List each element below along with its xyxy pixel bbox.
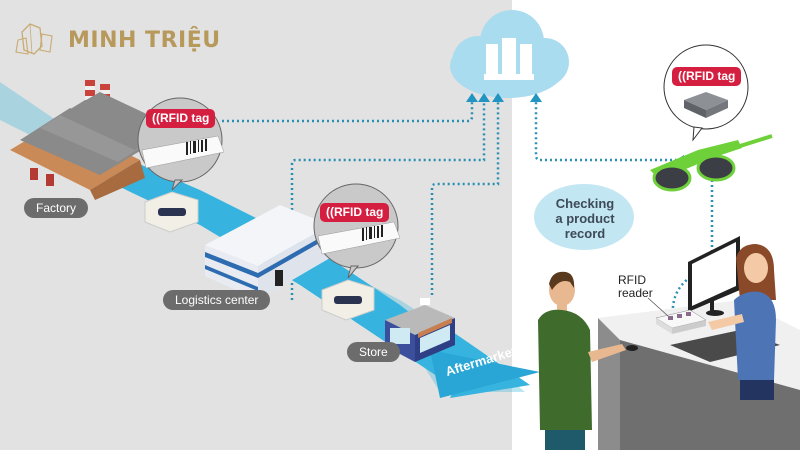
rfid-tag-label: RFID tag — [160, 111, 210, 125]
brand-name: MINH TRIỆU — [68, 27, 221, 53]
bubble-line: a product — [555, 211, 615, 226]
bubble-line: Checking — [555, 196, 615, 211]
brand-logo: MINH TRIỆU — [10, 20, 221, 60]
stage-label-factory: Factory — [24, 198, 89, 218]
factory-icon — [10, 80, 170, 200]
rfid-tag-badge: ((RFID tag — [146, 109, 216, 128]
warehouse-icon — [205, 205, 330, 300]
rfid-tag-label: RFID tag — [686, 69, 736, 83]
rfid-tag-label: RFID tag — [334, 205, 384, 219]
customer-figure — [538, 271, 638, 450]
product-box-icon — [144, 191, 199, 233]
reader-label-line: reader — [618, 286, 653, 300]
aftermarket-arrow-head — [430, 350, 540, 398]
bubble-line: record — [564, 226, 606, 241]
rfid-reader-label: RFID reader — [618, 274, 653, 300]
product-box-icon — [321, 279, 375, 321]
sunglasses-icon — [650, 134, 773, 192]
crystal-gem-icon — [15, 23, 53, 55]
stage-label-store: Store — [347, 342, 400, 362]
rfid-tag-badge: ((RFID tag — [320, 203, 390, 222]
reader-label-line: RFID — [618, 273, 646, 287]
tag-magnifier — [663, 44, 749, 142]
checking-record-text: Checking a product record — [540, 196, 630, 241]
store-icon — [385, 298, 455, 362]
rfid-reader-device — [647, 297, 707, 334]
rfid-tag-badge: ((RFID tag — [672, 67, 742, 86]
cloud-server-icon — [450, 10, 569, 98]
clerk-figure — [708, 244, 776, 400]
computer-monitor-icon — [688, 236, 740, 316]
thought-bubble — [534, 184, 634, 250]
stage-label-logistics-center: Logistics center — [163, 290, 271, 310]
